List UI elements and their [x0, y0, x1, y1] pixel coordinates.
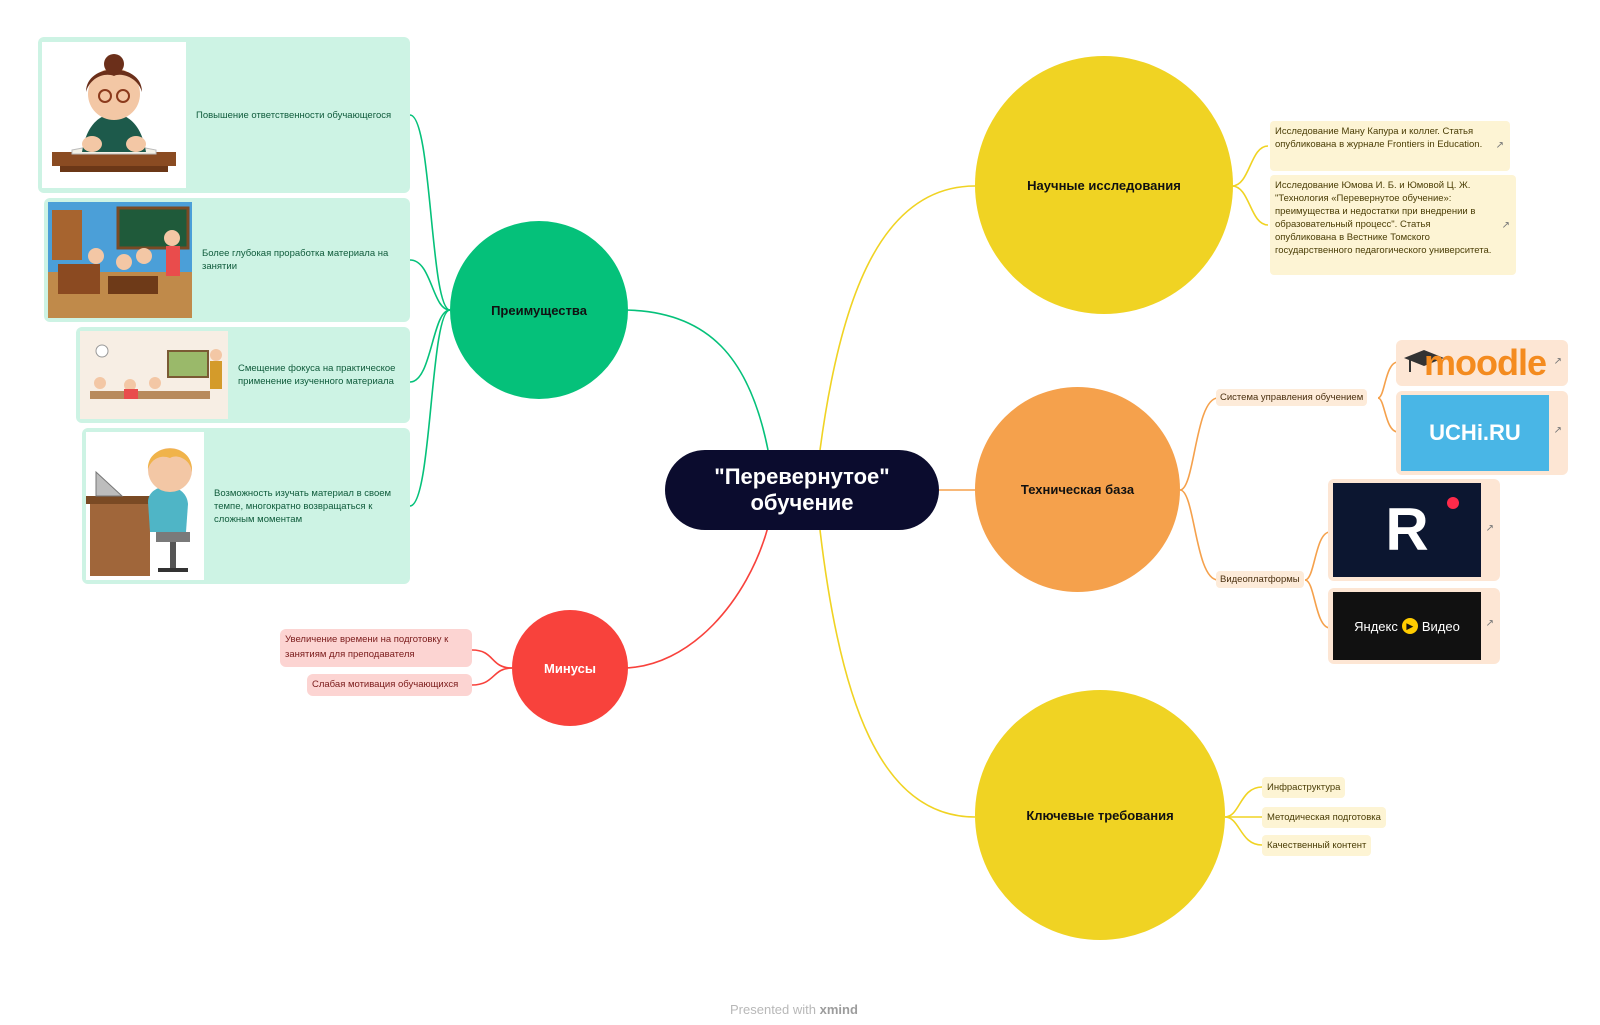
rutube-card[interactable]: R ↗ — [1328, 479, 1500, 581]
pros-card-3[interactable]: Смещение фокуса на практическое применен… — [76, 327, 410, 423]
topic-research[interactable]: Научные исследования — [975, 56, 1233, 314]
central-topic[interactable]: "Перевернутое" обучение — [665, 450, 939, 530]
external-link-icon[interactable]: ↗ — [1553, 425, 1562, 436]
play-icon: ▶ — [1401, 618, 1418, 634]
req-item-3[interactable]: Качественный контент — [1262, 835, 1372, 856]
yandex-video-logo: Яндекс ▶ Видео — [1333, 592, 1481, 660]
topic-research-label: Научные исследования — [1027, 177, 1181, 193]
student-reading-illustration — [42, 42, 186, 188]
rutube-dot — [1447, 497, 1459, 509]
uchi-logo-text: UCHi.RU — [1429, 420, 1521, 445]
req-item-2[interactable]: Методическая подготовка — [1262, 807, 1386, 828]
pros-card-1[interactable]: Повышение ответственности обучающегося — [38, 37, 410, 193]
video-platforms-label[interactable]: Видеоплатформы — [1216, 571, 1304, 588]
classroom-illustration — [48, 202, 192, 318]
cons-item-1[interactable]: Увеличение времени на подготовку к занят… — [280, 629, 472, 667]
footer-prefix: Presented with — [730, 1002, 816, 1017]
pros-text-1: Повышение ответственности обучающегося — [196, 109, 392, 121]
topic-cons[interactable]: Минусы — [512, 610, 628, 726]
pros-text-4: Возможность изучать материал в своем тем… — [214, 487, 392, 525]
uchi-logo: UCHi.RU — [1401, 395, 1549, 471]
footer-brand: xmind — [819, 1002, 858, 1017]
topic-tech-label: Техническая база — [1020, 482, 1135, 497]
external-link-icon[interactable]: ↗ — [1553, 356, 1562, 367]
topic-requirements-label: Ключевые требования — [1026, 807, 1174, 823]
yandex-video-card[interactable]: Яндекс ▶ Видео ↗ — [1328, 588, 1500, 664]
central-topic-label: "Перевернутое" обучение — [714, 464, 890, 515]
research-item-2[interactable]: Исследование Юмова И. Б. и Юмовой Ц. Ж. … — [1270, 175, 1516, 275]
external-link-icon[interactable]: ↗ — [1485, 618, 1494, 629]
link-req — [819, 529, 976, 818]
topic-pros-label: Преимущества — [491, 302, 587, 318]
topic-requirements[interactable]: Ключевые требования — [975, 690, 1225, 940]
external-link-icon[interactable]: ↗ — [1501, 220, 1510, 231]
footer-credit[interactable]: Presented with xmind — [730, 1002, 858, 1017]
moodle-logo-text: moodle — [1424, 342, 1547, 383]
link-cons — [621, 526, 769, 669]
external-link-icon[interactable]: ↗ — [1485, 523, 1494, 534]
topic-cons-label: Минусы — [544, 660, 596, 676]
moodle-logo: moodle — [1402, 342, 1547, 384]
rutube-logo-text: R — [1385, 496, 1429, 563]
pros-text-2: Более глубокая проработка материала на з… — [202, 248, 389, 272]
topic-tech[interactable]: Техническая база — [975, 387, 1180, 592]
external-link-icon[interactable]: ↗ — [1495, 140, 1504, 151]
moodle-card[interactable]: moodle ↗ — [1396, 340, 1568, 386]
rutube-logo: R — [1333, 483, 1481, 577]
lms-label[interactable]: Система управления обучением — [1216, 389, 1368, 406]
yandex-logo-text-a: Яндекс — [1354, 618, 1398, 634]
lesson-illustration — [80, 331, 228, 419]
research-item-2-text: Исследование Юмова И. Б. и Юмовой Ц. Ж. … — [1275, 180, 1492, 256]
student-laptop-illustration — [86, 432, 204, 580]
pros-card-2[interactable]: Более глубокая проработка материала на з… — [44, 198, 410, 322]
link-research — [819, 185, 976, 451]
link-pros — [621, 309, 769, 451]
research-item-1-text: Исследование Ману Капура и коллег. Стать… — [1275, 126, 1483, 150]
cons-item-2[interactable]: Слабая мотивация обучающихся — [307, 674, 472, 696]
yandex-logo-text-b: Видео — [1421, 618, 1460, 634]
pros-text-3: Смещение фокуса на практическое применен… — [238, 363, 396, 387]
uchi-card[interactable]: UCHi.RU ↗ — [1396, 391, 1568, 475]
research-item-1[interactable]: Исследование Ману Капура и коллег. Стать… — [1270, 121, 1510, 171]
topic-pros[interactable]: Преимущества — [450, 221, 628, 399]
pros-card-4[interactable]: Возможность изучать материал в своем тем… — [82, 428, 410, 584]
req-item-1[interactable]: Инфраструктура — [1262, 777, 1346, 798]
